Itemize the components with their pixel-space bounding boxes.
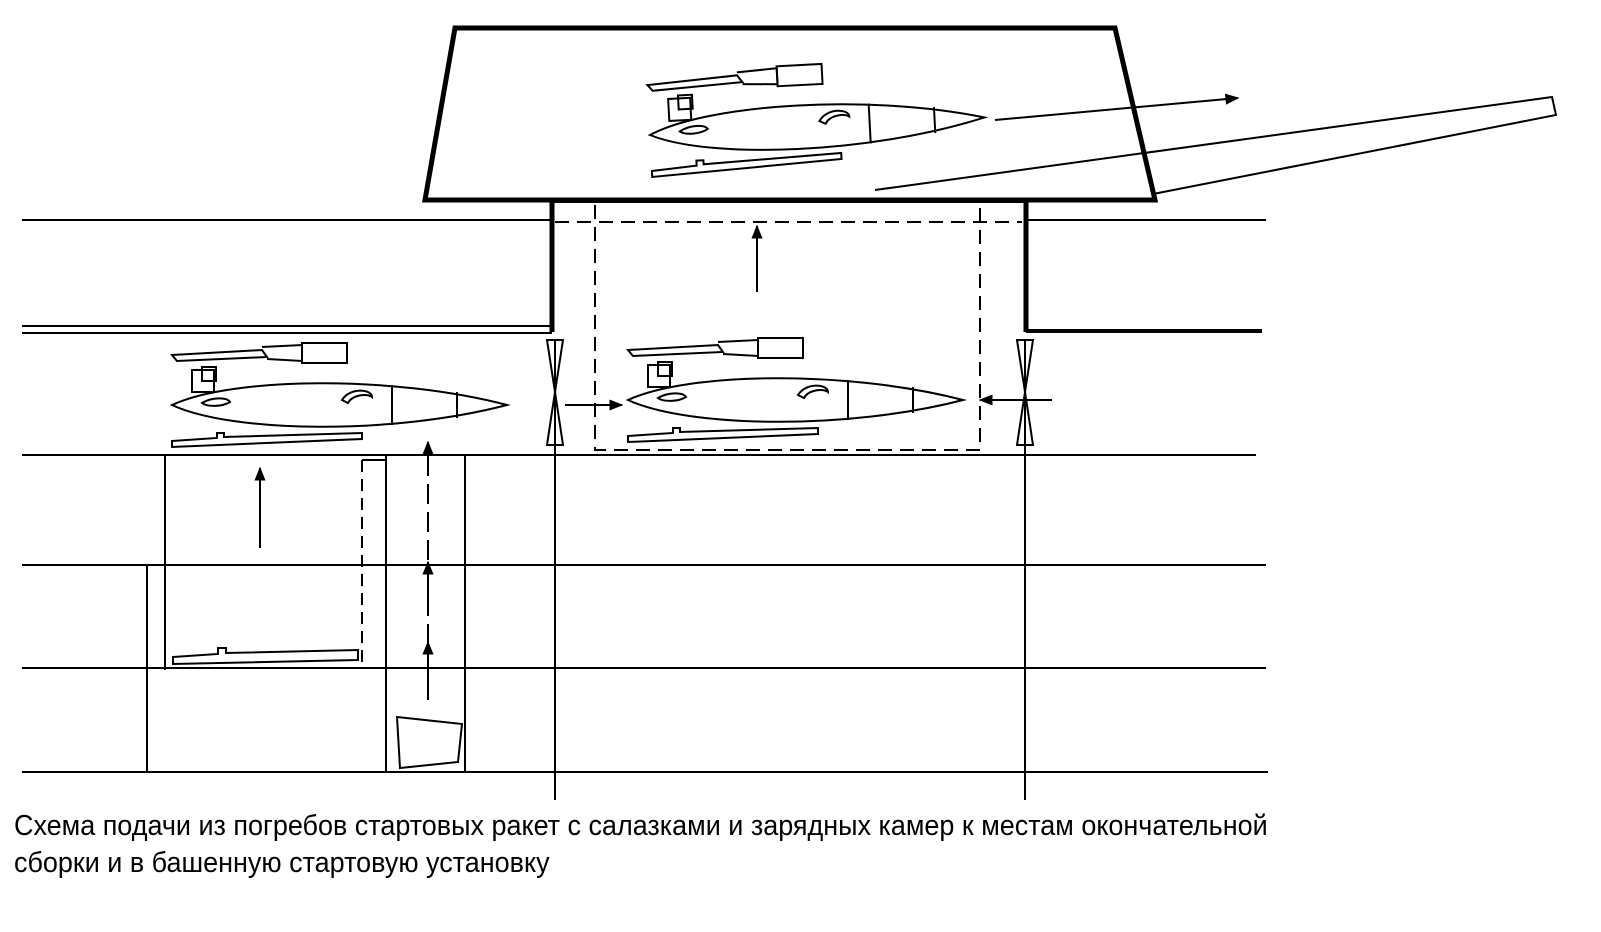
magazine <box>146 440 466 772</box>
turret <box>422 25 1558 203</box>
rails <box>545 339 1052 800</box>
caption-line-2: сборки и в башенную стартовую установку <box>14 847 550 879</box>
deck-lines <box>22 219 1268 773</box>
loading-shaft <box>549 200 1029 451</box>
rocket-in-turret <box>645 54 988 178</box>
rocket-right <box>627 337 964 443</box>
valve-right <box>1015 339 1035 446</box>
figure-caption: Схема подачи из погребов стартовых ракет… <box>14 808 1483 882</box>
rocket-left <box>171 342 508 448</box>
valve-left <box>545 339 565 446</box>
caption-line-1: Схема подачи из погребов стартовых ракет… <box>14 810 1268 842</box>
